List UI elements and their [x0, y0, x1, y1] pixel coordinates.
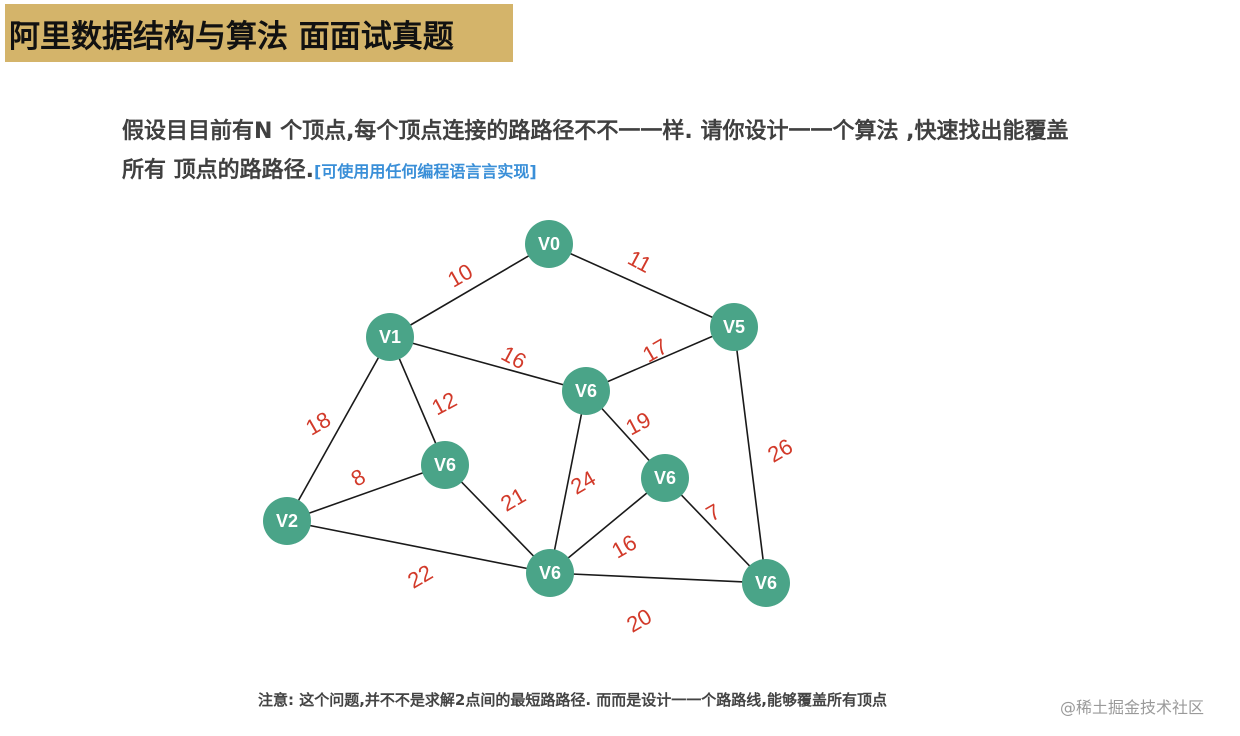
edge-weight-n2-n6b: 8 — [347, 464, 370, 492]
node-circle — [421, 441, 469, 489]
graph-node-n6c: V6 — [641, 454, 689, 502]
node-label: V0 — [538, 234, 560, 254]
page-title: 阿里数据结构与算法 面面试真题 — [9, 18, 454, 55]
graph-edge-n6b-n6d — [444, 464, 551, 574]
node-label: V6 — [654, 468, 676, 488]
graph-edge-n2-n6b — [286, 464, 446, 522]
graph-edge-n0-n1 — [389, 243, 550, 338]
node-label: V5 — [723, 317, 745, 337]
edge-weight-n6a-n6d: 24 — [566, 466, 600, 500]
graph-node-n6e: V6 — [742, 559, 790, 607]
node-circle — [526, 549, 574, 597]
question-line-2: 所有 顶点的路路径. — [122, 158, 315, 183]
graph-edge-n5-n6e — [733, 326, 767, 584]
graph-edge-n5-n6a — [585, 326, 735, 392]
edges-layer — [286, 243, 767, 584]
node-circle — [562, 367, 610, 415]
node-label: V6 — [539, 563, 561, 583]
graph-edge-n0-n5 — [548, 243, 735, 328]
question-text: 假设目目前有N 个顶点,每个顶点连接的路路径不不一一样. 请你设计一一个算法 ,… — [122, 112, 1227, 191]
node-circle — [742, 559, 790, 607]
title-banner: 阿里数据结构与算法 面面试真题 — [5, 4, 513, 62]
graph-node-n6b: V6 — [421, 441, 469, 489]
graph-node-n0: V0 — [525, 220, 573, 268]
graph-edge-n1-n6a — [389, 336, 587, 392]
graph-node-n6d: V6 — [526, 549, 574, 597]
edge-weight-n6b-n6d: 21 — [496, 483, 530, 517]
graph-edge-n2-n6d — [286, 520, 551, 574]
node-label: V6 — [575, 381, 597, 401]
edge-weight-n1-n6b: 12 — [428, 387, 461, 421]
node-circle — [641, 454, 689, 502]
node-circle — [366, 313, 414, 361]
question-language-note: [可使用用任何编程语言言实现] — [314, 162, 537, 181]
graph-node-n1: V1 — [366, 313, 414, 361]
node-circle — [525, 220, 573, 268]
question-line-1: 假设目目前有N 个顶点,每个顶点连接的路路径不不一一样. 请你设计一一个算法 ,… — [122, 119, 1069, 144]
graph-node-n2: V2 — [263, 497, 311, 545]
edge-weight-n1-n2: 18 — [301, 407, 335, 441]
graph-edge-n1-n2 — [286, 336, 391, 522]
node-label: V6 — [755, 573, 777, 593]
edge-weight-n2-n6d: 22 — [403, 560, 437, 594]
edge-weight-n5-n6e: 26 — [763, 434, 797, 468]
graph-edge-n6a-n6d — [549, 390, 587, 574]
question-line-2-wrap: 所有 顶点的路路径.[可使用用任何编程语言言实现] — [122, 151, 1227, 191]
edge-weight-n6d-n6e: 20 — [622, 604, 656, 638]
graph-node-n5: V5 — [710, 303, 758, 351]
graph-edge-n6c-n6e — [664, 477, 767, 584]
node-label: V6 — [434, 455, 456, 475]
edge-weight-n0-n1: 10 — [443, 259, 477, 293]
graph-edge-n6c-n6d — [549, 477, 666, 574]
edge-weight-n5-n6a: 17 — [638, 334, 672, 368]
edge-weight-n0-n5: 11 — [624, 245, 656, 278]
footnote: 注意: 这个问题,并不不是求解2点间的最短路路径. 而而是设计一一个路路线,能够… — [258, 691, 887, 709]
graph-edge-n6d-n6e — [549, 572, 767, 584]
graph-node-n6a: V6 — [562, 367, 610, 415]
node-label: V1 — [379, 327, 401, 347]
watermark: @稀土掘金技术社区 — [1060, 698, 1205, 717]
node-label: V2 — [276, 511, 298, 531]
edge-weight-n6c-n6d: 16 — [607, 530, 641, 564]
node-circle — [263, 497, 311, 545]
edge-weight-n1-n6a: 16 — [497, 341, 530, 375]
edge-weight-n6c-n6e: 7 — [702, 499, 725, 527]
node-circle — [710, 303, 758, 351]
